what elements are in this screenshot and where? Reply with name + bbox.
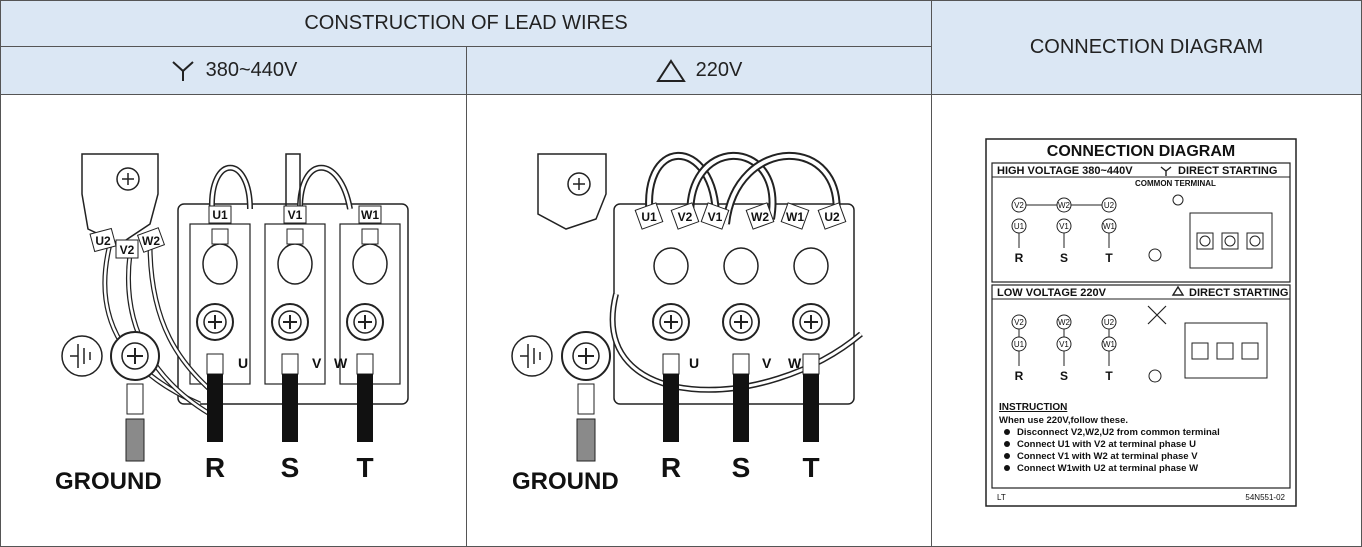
wye-wiring-diagram: U1 V1 W1 U2 V2 W2 U V W R S T GROUND [55, 153, 409, 495]
wye-terminal-u: U [238, 355, 248, 371]
delta-phase-r: R [661, 452, 681, 483]
delta-bottom-screws [652, 303, 830, 341]
cable-t [357, 374, 373, 442]
delta-ground-label: GROUND [512, 468, 619, 495]
delta-phase-s: S [732, 452, 751, 483]
wye-tag-w2: W2 [142, 234, 160, 248]
low-voltage-label: LOW VOLTAGE 220V [997, 287, 1107, 299]
instruction-intro: When use 220V,follow these. [999, 415, 1128, 426]
instruction-4: Connect W1with U2 at terminal phase W [1017, 463, 1198, 474]
wye-header: 380~440V [0, 46, 467, 95]
delta-terminal-v: V [762, 355, 772, 371]
low-mid-v1: V1 [1059, 340, 1069, 349]
low-phase-t: T [1105, 369, 1113, 383]
cable-s [282, 374, 298, 442]
connection-header: CONNECTION DIAGRAM [931, 0, 1362, 95]
wye-terminal-v: V [312, 355, 322, 371]
top-terminals [202, 228, 388, 285]
delta-cable-r [663, 374, 679, 442]
delta-tag-v1: V1 [708, 210, 723, 224]
card-title: CONNECTION DIAGRAM [1047, 143, 1235, 160]
delta-cable-t [803, 374, 819, 442]
ground-cable [125, 418, 145, 462]
low-top-u2: U2 [1104, 318, 1115, 327]
high-voltage-box [991, 162, 1291, 283]
wye-tag-v2: V2 [120, 243, 135, 257]
construction-title: CONSTRUCTION OF LEAD WIRES [304, 12, 628, 34]
wye-phase-t: T [356, 452, 373, 483]
wye-tag-v1: V1 [288, 208, 303, 222]
wye-tag-w1: W1 [361, 208, 379, 222]
low-phase-r: R [1015, 369, 1024, 383]
delta-wiring-diagram: U1 V2 V1 W2 W1 U2 U V W R S T GROUND [511, 151, 863, 495]
instruction-title: INSTRUCTION [999, 402, 1067, 413]
wye-phase-r: R [205, 452, 225, 483]
high-phase-r: R [1015, 251, 1024, 265]
instruction-3: Connect V1 with W2 at terminal phase V [1017, 451, 1198, 462]
instruction-1: Disconnect V2,W2,U2 from common terminal [1017, 427, 1220, 438]
delta-tag-u2: U2 [824, 210, 840, 224]
common-terminal-label: COMMON TERMINAL [1135, 179, 1216, 188]
delta-terminal-w: W [788, 355, 802, 371]
delta-tags [634, 202, 847, 230]
wye-voltage: 380~440V [205, 59, 298, 81]
card-delta-icon [1171, 285, 1185, 296]
delta-cable-s [733, 374, 749, 442]
wye-terminal-w: W [334, 355, 348, 371]
card-wye-icon [1160, 166, 1172, 176]
delta-tag-w2: W2 [751, 210, 769, 224]
wye-phase-s: S [281, 452, 300, 483]
delta-voltage: 220V [695, 59, 743, 81]
low-voltage-box [991, 284, 1291, 489]
delta-header: 220V [466, 46, 932, 95]
card-footer-left: LT [997, 493, 1006, 502]
high-phase-s: S [1060, 251, 1068, 265]
low-top-w2: W2 [1058, 318, 1071, 327]
delta-tag-u1: U1 [641, 210, 657, 224]
connection-label-card: CONNECTION DIAGRAM HIGH VOLTAGE 380~440V… [985, 138, 1297, 507]
high-voltage-label: HIGH VOLTAGE 380~440V [997, 165, 1133, 177]
low-starting-label: DIRECT STARTING [1189, 287, 1288, 299]
wye-symbol-icon [171, 60, 194, 81]
delta-symbol-icon [655, 58, 686, 82]
bottom-screws [196, 303, 384, 341]
low-schematic [1011, 305, 1268, 383]
delta-ground-cable [576, 418, 596, 462]
high-top-u2: U2 [1104, 201, 1115, 210]
connection-title: CONNECTION DIAGRAM [1029, 36, 1264, 58]
delta-terminal-u: U [689, 355, 699, 371]
low-top-v2: V2 [1014, 318, 1024, 327]
high-mid-u1: U1 [1014, 222, 1025, 231]
low-phase-s: S [1060, 369, 1068, 383]
delta-top-terminals [653, 247, 829, 285]
high-phase-t: T [1105, 251, 1113, 265]
high-terminal-sketch [1148, 194, 1273, 269]
common-plate [81, 153, 159, 245]
high-mid-w1: W1 [1103, 222, 1116, 231]
wye-tag-u2: U2 [95, 234, 111, 248]
construction-header: CONSTRUCTION OF LEAD WIRES [0, 0, 932, 47]
delta-tag-v2: V2 [678, 210, 693, 224]
high-top-v2: V2 [1014, 201, 1024, 210]
high-mid-v1: V1 [1059, 222, 1069, 231]
low-mid-w1: W1 [1103, 340, 1116, 349]
instruction-bullets [1004, 429, 1010, 471]
cable-r [207, 374, 223, 442]
wye-ground-label: GROUND [55, 468, 162, 495]
card-footer-right: 54N551-02 [1245, 493, 1285, 502]
delta-phase-t: T [802, 452, 819, 483]
high-top-w2: W2 [1058, 201, 1071, 210]
delta-tag-w1: W1 [786, 210, 804, 224]
wye-tag-u1: U1 [212, 208, 228, 222]
instruction-2: Connect U1 with V2 at terminal phase U [1017, 439, 1196, 450]
ground-symbol-icon [61, 335, 103, 377]
high-starting-label: DIRECT STARTING [1178, 165, 1277, 177]
delta-ground-symbol-icon [511, 335, 553, 377]
high-schematic [1011, 197, 1117, 248]
low-mid-u1: U1 [1014, 340, 1025, 349]
